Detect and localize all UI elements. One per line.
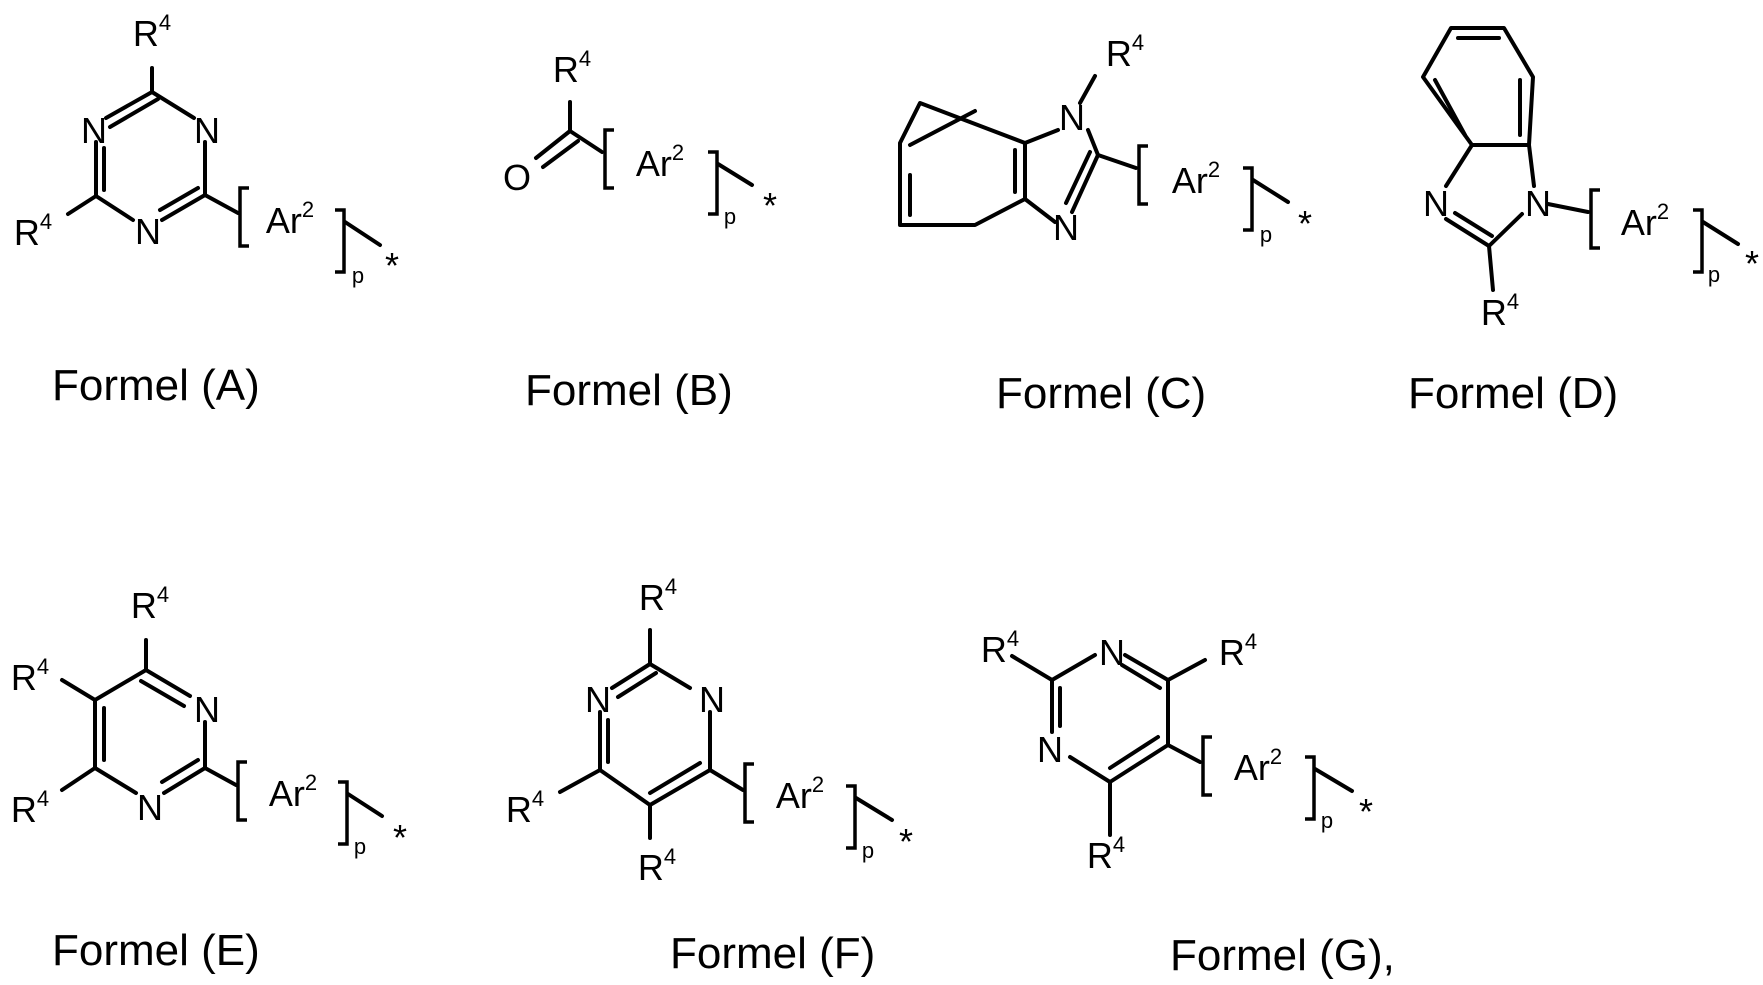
formula-e: R4 R4 N N R4 Ar2 p * <box>11 582 407 859</box>
p-subscript: p <box>724 204 736 229</box>
n-atom: N <box>1423 183 1449 224</box>
r4-label: R4 <box>553 46 591 90</box>
attachment-star: * <box>899 821 913 862</box>
r4-label: R4 <box>1087 832 1125 876</box>
r4-label: R4 <box>133 10 171 54</box>
attachment-star: * <box>1298 203 1312 244</box>
formula-g-bonds <box>1012 655 1352 835</box>
n-atom: N <box>699 679 725 720</box>
ar2-label: Ar2 <box>1234 744 1282 788</box>
r4-label: R4 <box>506 786 544 830</box>
formula-a-bonds <box>68 68 380 272</box>
formula-d: N N Ar2 p * R4 <box>1423 28 1759 333</box>
formula-b: R4 O Ar2 p * <box>503 46 777 229</box>
caption-d: Formel (D) <box>1408 369 1618 418</box>
attachment-star: * <box>393 817 407 858</box>
n-atom: N <box>585 679 611 720</box>
formula-f: R4 N N R4 Ar2 p * R4 <box>506 574 913 888</box>
ar2-label: Ar2 <box>636 140 684 184</box>
caption-b: Formel (B) <box>525 366 733 415</box>
formula-f-bonds <box>560 630 892 848</box>
n-atom: N <box>194 689 220 730</box>
p-subscript: p <box>862 838 874 863</box>
p-subscript: p <box>1260 222 1272 247</box>
caption-a: Formel (A) <box>52 361 260 410</box>
r4-label: R4 <box>131 582 169 626</box>
caption-e: Formel (E) <box>52 926 260 975</box>
ar2-label: Ar2 <box>269 770 317 814</box>
attachment-star: * <box>385 245 399 286</box>
n-atom: N <box>137 787 163 828</box>
n-atom: N <box>1059 97 1085 138</box>
p-subscript: p <box>352 263 364 288</box>
r4-label: R4 <box>638 844 676 888</box>
ar2-label: Ar2 <box>1172 157 1220 201</box>
formula-e-bonds <box>62 640 382 844</box>
attachment-star: * <box>1359 791 1373 832</box>
caption-c: Formel (C) <box>996 369 1206 418</box>
ar2-label: Ar2 <box>1621 199 1669 243</box>
formula-g: R4 N R4 N Ar2 p * R4 <box>981 626 1373 876</box>
r4-label: R4 <box>11 654 49 698</box>
caption-f: Formel (F) <box>670 929 875 978</box>
n-atom: N <box>1099 632 1125 673</box>
r4-label: R4 <box>14 209 52 253</box>
p-subscript: p <box>1321 808 1333 833</box>
ar2-label: Ar2 <box>266 197 314 241</box>
r4-label: R4 <box>1219 629 1257 673</box>
attachment-star: * <box>763 185 777 226</box>
attachment-star: * <box>1745 243 1759 284</box>
formula-a: R4 N N N R4 Ar2 p * <box>14 10 399 288</box>
n-atom: N <box>135 211 161 252</box>
n-atom: N <box>1053 207 1079 248</box>
p-subscript: p <box>354 834 366 859</box>
n-atom: N <box>194 110 220 151</box>
formula-d-bonds <box>1423 28 1738 290</box>
n-atom: N <box>1037 729 1063 770</box>
r4-label: R4 <box>1106 30 1144 74</box>
n-atom: N <box>81 110 107 151</box>
n-atom: N <box>1525 183 1551 224</box>
formula-c-bonds <box>900 76 1288 230</box>
ar2-label: Ar2 <box>776 772 824 816</box>
p-subscript: p <box>1708 262 1720 287</box>
r4-label: R4 <box>1481 289 1519 333</box>
r4-label: R4 <box>639 574 677 618</box>
caption-g: Formel (G), <box>1170 931 1395 980</box>
formula-c: R4 N N Ar2 p * <box>900 30 1312 248</box>
r4-label: R4 <box>981 626 1019 670</box>
o-atom: O <box>503 157 531 198</box>
r4-label: R4 <box>11 786 49 830</box>
